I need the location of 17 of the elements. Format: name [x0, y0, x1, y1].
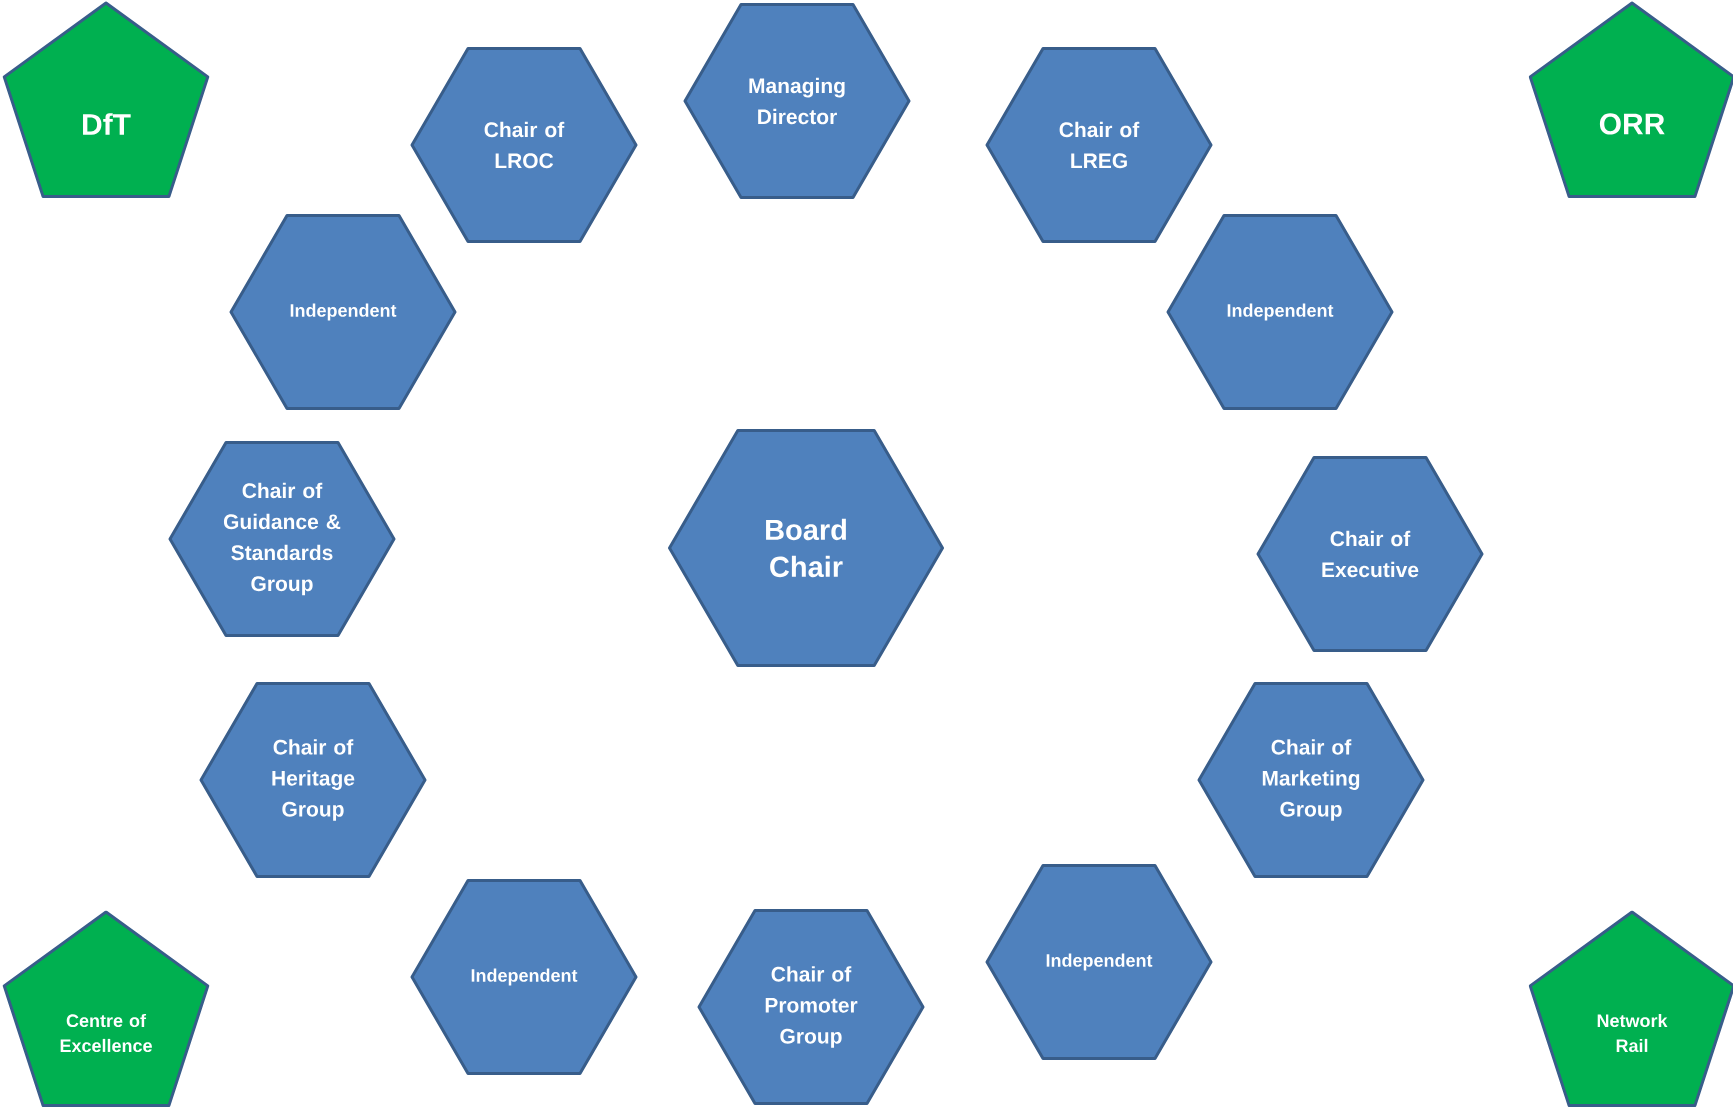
- pentagon-box: DfT: [2, 1, 210, 199]
- hexagon-box: Chair of Heritage Group: [199, 682, 427, 878]
- hexagon-box: Managing Director: [683, 3, 911, 199]
- pentagon-box: Network Rail: [1528, 910, 1733, 1107]
- hexagon-box: Independent: [985, 864, 1213, 1060]
- hexagon-box: Chair of Marketing Group: [1197, 682, 1425, 878]
- hexagon-box: Chair of LROC: [410, 47, 638, 243]
- pentagon-box: Centre of Excellence: [2, 910, 210, 1107]
- hexagon-box: Independent: [1166, 214, 1394, 410]
- hexagon-box: Independent: [229, 214, 457, 410]
- hexagon-box: Board Chair: [668, 428, 944, 668]
- hexagon-box: Chair of Promoter Group: [697, 909, 925, 1105]
- hexagon-box: Chair of Guidance & Standards Group: [168, 441, 396, 637]
- pentagon-box: ORR: [1528, 1, 1733, 199]
- hexagon-box: Chair of LREG: [985, 47, 1213, 243]
- hexagon-box: Chair of Executive: [1256, 456, 1484, 652]
- hexagon-box: Independent: [410, 879, 638, 1075]
